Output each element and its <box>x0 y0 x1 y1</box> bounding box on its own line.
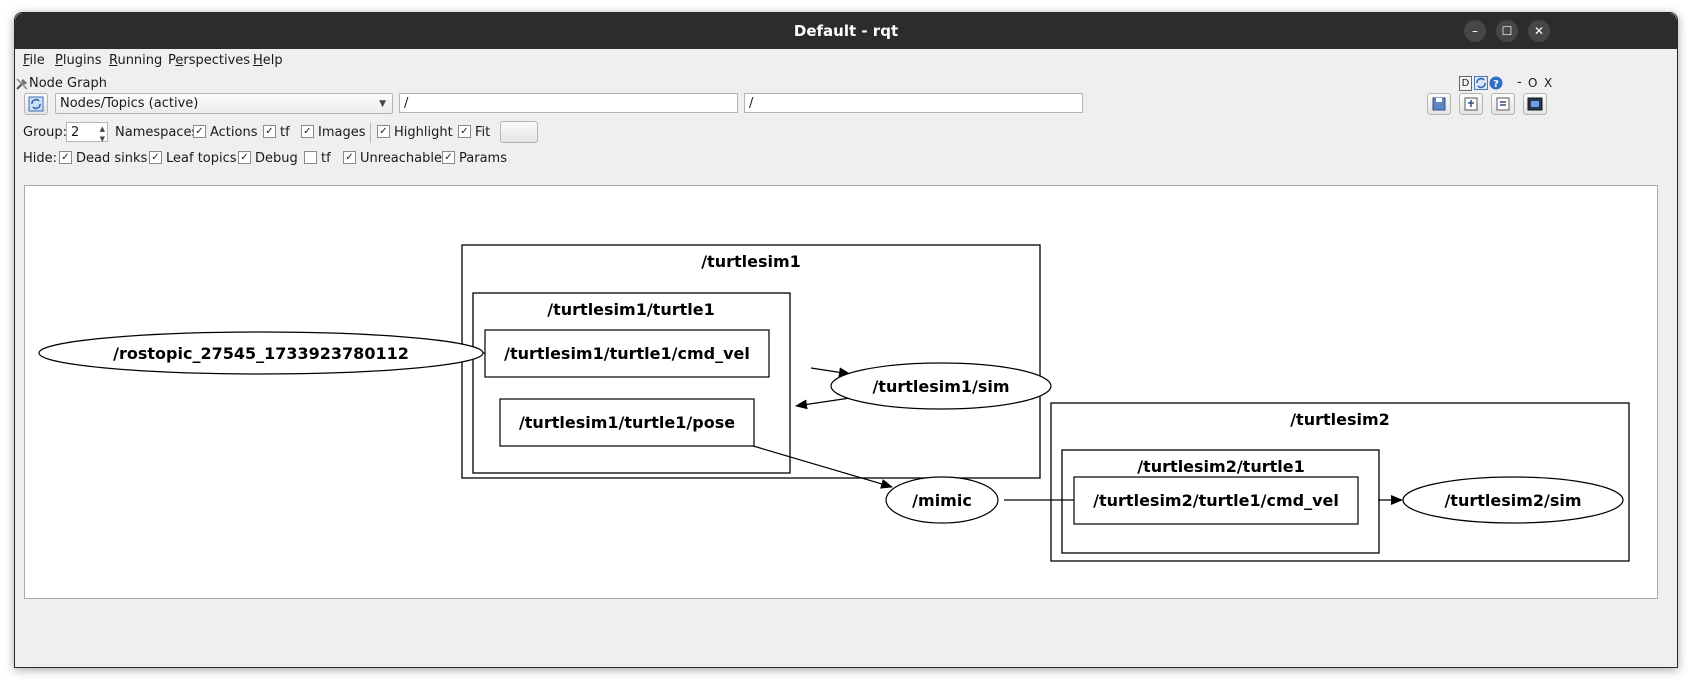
group-spinbox[interactable]: 2 ▲ ▼ <box>66 122 108 143</box>
save-image-icon <box>1527 97 1543 111</box>
title-bar[interactable]: Default - rqt – ☐ ✕ <box>15 13 1677 49</box>
dock-help-icon[interactable]: ? <box>1489 76 1503 90</box>
menu-file[interactable]: File <box>23 53 45 68</box>
leaf-topics-checkbox[interactable]: ✓ <box>149 151 162 164</box>
options-row: Group: 2 ▲ ▼ Namespaces ✓ Actions ✓ tf ✓… <box>23 121 1623 145</box>
spin-down-icon[interactable]: ▼ <box>99 135 105 143</box>
tf-label: tf <box>280 125 290 140</box>
minimize-button[interactable]: – <box>1464 20 1486 42</box>
topic-turtlesim1-cmd-vel[interactable]: /turtlesim1/turtle1/cmd_vel <box>484 329 770 378</box>
dead-sinks-checkbox[interactable]: ✓ <box>59 151 72 164</box>
cluster-turtlesim2-turtle1-label: /turtlesim2/turtle1 <box>1137 457 1304 476</box>
node-rostopic-label: /rostopic_27545_1733923780112 <box>113 344 409 363</box>
group-label: Group: <box>23 125 67 140</box>
close-button[interactable]: ✕ <box>1528 20 1550 42</box>
edge-cmdvel1-sim1[interactable] <box>810 367 851 378</box>
view-mode-select[interactable]: Nodes/Topics (active) ▼ <box>55 93 393 114</box>
menu-bar: File Plugins Running Perspectives Help <box>15 49 1677 73</box>
topic-turtlesim2-cmd-vel-label: /turtlesim2/turtle1/cmd_vel <box>1093 491 1339 510</box>
hide-label: Hide: <box>23 151 58 166</box>
params-label: Params <box>459 151 507 166</box>
spin-up-icon[interactable]: ▲ <box>99 125 105 133</box>
load-dot-icon <box>1464 97 1478 111</box>
dock-float-button[interactable]: O <box>1528 76 1538 90</box>
view-mode-value: Nodes/Topics (active) <box>60 96 199 111</box>
dock-dash: - <box>1517 75 1522 90</box>
save-dot-icon <box>1432 97 1446 111</box>
node-turtlesim1-sim[interactable]: /turtlesim1/sim <box>830 362 1052 410</box>
unreachable-label: Unreachable <box>360 151 442 166</box>
edge-sim1-pose1[interactable] <box>795 397 851 410</box>
hide-tf-checkbox[interactable] <box>304 151 317 164</box>
cluster-turtlesim1-turtle1-label: /turtlesim1/turtle1 <box>547 300 714 319</box>
graph-canvas[interactable]: /turtlesim1 /turtlesim1/turtle1 /turtles… <box>24 185 1658 599</box>
node-turtlesim1-sim-label: /turtlesim1/sim <box>872 377 1009 396</box>
unreachable-checkbox[interactable]: ✓ <box>343 151 356 164</box>
node-turtlesim2-sim[interactable]: /turtlesim2/sim <box>1402 476 1624 524</box>
params-checkbox[interactable]: ✓ <box>442 151 455 164</box>
options-separator <box>370 123 371 143</box>
namespaces-label: Namespaces <box>115 125 199 140</box>
leaf-topics-label: Leaf topics <box>166 151 237 166</box>
save-image-button[interactable] <box>1523 93 1547 115</box>
chevron-down-icon: ▼ <box>379 99 386 109</box>
fit-label: Fit <box>475 125 491 140</box>
maximize-button[interactable]: ☐ <box>1496 20 1518 42</box>
dock-title-bar: Node Graph D ? - O X <box>15 74 1677 94</box>
topic-filter-value: / <box>749 96 754 111</box>
dead-sinks-label: Dead sinks <box>76 151 148 166</box>
refresh-icon <box>28 96 44 112</box>
node-mimic-label: /mimic <box>912 491 972 510</box>
highlight-label: Highlight <box>394 125 453 140</box>
hide-tf-label: tf <box>321 151 331 166</box>
actions-checkbox[interactable]: ✓ <box>193 125 206 138</box>
node-graph-tool-icon <box>16 78 28 90</box>
edge-pose1-mimic[interactable] <box>742 442 893 489</box>
node-turtlesim2-sim-label: /turtlesim2/sim <box>1444 491 1581 510</box>
topic-turtlesim1-pose[interactable]: /turtlesim1/turtle1/pose <box>499 398 755 447</box>
save-svg-icon <box>1496 97 1510 111</box>
topic-turtlesim1-pose-label: /turtlesim1/turtle1/pose <box>519 413 735 432</box>
images-label: Images <box>318 125 366 140</box>
cluster-turtlesim2-turtle1[interactable]: /turtlesim2/turtle1 <box>1061 449 1380 554</box>
images-checkbox[interactable]: ✓ <box>301 125 314 138</box>
rqt-window: Default - rqt – ☐ ✕ File Plugins Running… <box>14 12 1678 668</box>
topic-turtlesim1-cmd-vel-label: /turtlesim1/turtle1/cmd_vel <box>504 344 750 363</box>
group-value: 2 <box>71 125 80 140</box>
node-mimic[interactable]: /mimic <box>885 476 999 524</box>
graph-svg[interactable]: /turtlesim1 /turtlesim1/turtle1 /turtles… <box>25 186 1657 598</box>
dock-d-button[interactable]: D <box>1459 76 1472 91</box>
dock-title: Node Graph <box>29 76 107 91</box>
fit-in-view-button[interactable] <box>500 121 538 143</box>
node-filter-value: / <box>404 96 409 111</box>
debug-checkbox[interactable]: ✓ <box>238 151 251 164</box>
highlight-checkbox[interactable]: ✓ <box>377 125 390 138</box>
fit-checkbox[interactable]: ✓ <box>458 125 471 138</box>
hide-row: Hide: ✓ Dead sinks ✓ Leaf topics ✓ Debug… <box>23 148 1623 170</box>
window-title: Default - rqt <box>793 22 899 40</box>
cluster-turtlesim2[interactable]: /turtlesim2 <box>1050 402 1630 562</box>
topic-filter-input[interactable]: / <box>744 93 1083 113</box>
svg-text:?: ? <box>1493 79 1499 90</box>
cluster-turtlesim1-turtle1[interactable]: /turtlesim1/turtle1 <box>472 292 791 474</box>
cluster-turtlesim1-label: /turtlesim1 <box>701 252 801 271</box>
dock-close-button[interactable]: X <box>1544 76 1553 90</box>
node-filter-input[interactable]: / <box>399 93 738 113</box>
cluster-turtlesim2-label: /turtlesim2 <box>1290 410 1390 429</box>
refresh-graph-button[interactable] <box>24 93 48 115</box>
topic-turtlesim2-cmd-vel[interactable]: /turtlesim2/turtle1/cmd_vel <box>1073 476 1359 525</box>
debug-label: Debug <box>255 151 298 166</box>
dock-reload-icon[interactable] <box>1474 76 1488 90</box>
menu-perspectives[interactable]: Perspectives <box>168 53 251 68</box>
actions-label: Actions <box>210 125 258 140</box>
menu-plugins[interactable]: Plugins <box>55 53 102 68</box>
save-dot-button[interactable] <box>1427 93 1451 115</box>
menu-help[interactable]: Help <box>253 53 283 68</box>
load-dot-button[interactable] <box>1459 93 1483 115</box>
menu-running[interactable]: Running <box>109 53 163 68</box>
node-rostopic[interactable]: /rostopic_27545_1733923780112 <box>38 331 484 375</box>
save-svg-button[interactable] <box>1491 93 1515 115</box>
tf-checkbox[interactable]: ✓ <box>263 125 276 138</box>
